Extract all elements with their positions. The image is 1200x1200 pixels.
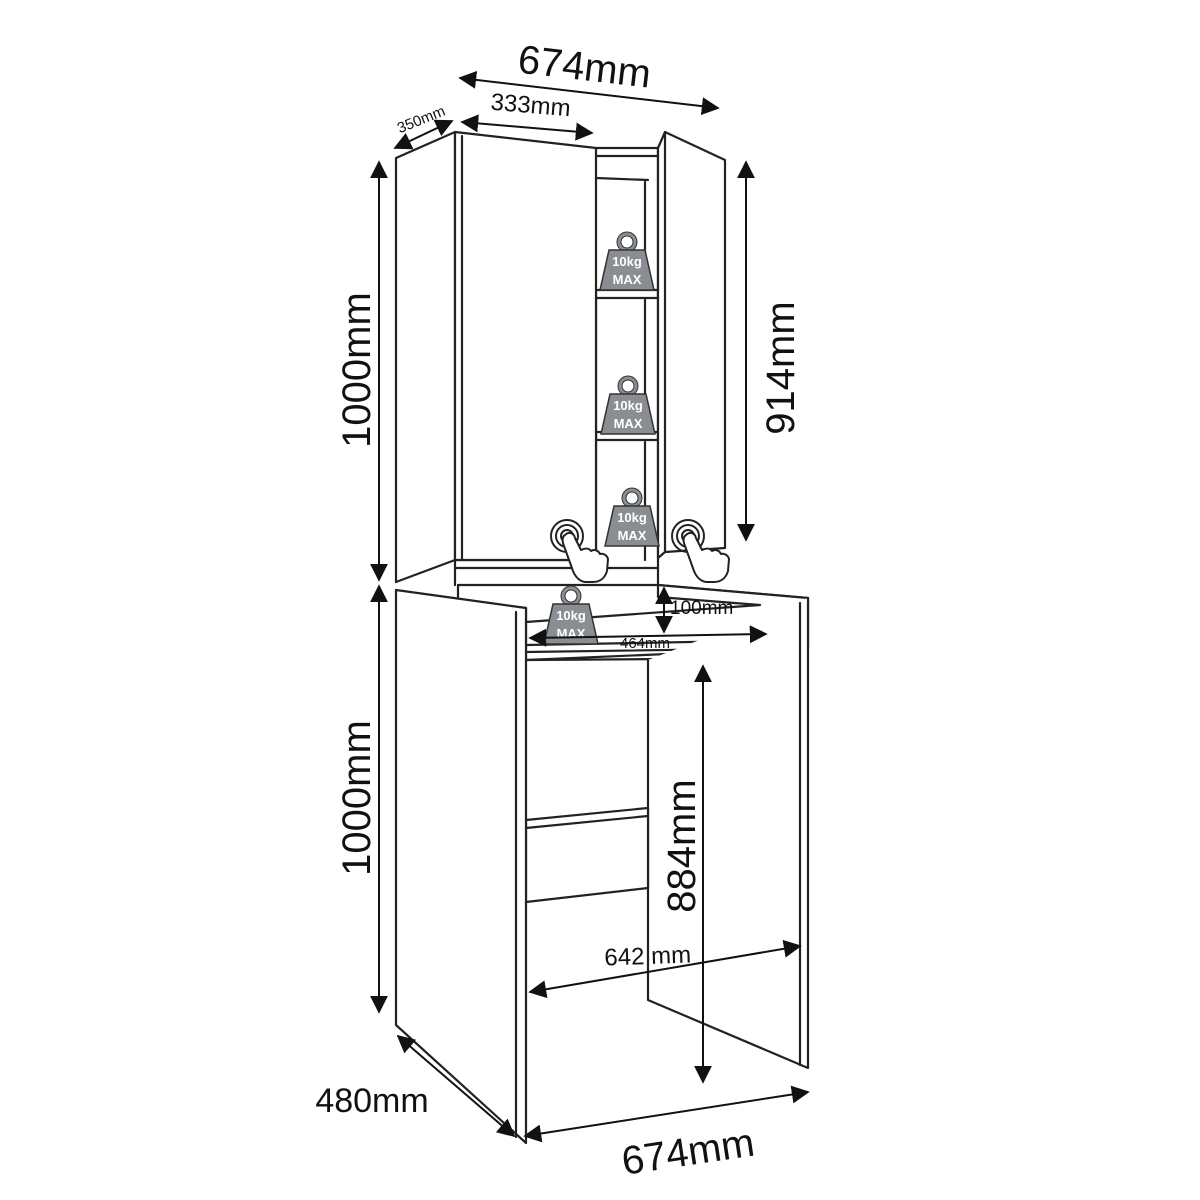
svg-text:480mm: 480mm <box>315 1082 428 1120</box>
svg-text:MAX: MAX <box>618 528 647 543</box>
dim-upper-height: 1000mm <box>335 160 388 582</box>
upper-left-side-panel <box>394 130 457 584</box>
load-badge-shelf-1: 10kg MAX <box>600 234 654 290</box>
load-badge-shelf-2: 10kg MAX <box>601 378 655 434</box>
svg-text:884mm: 884mm <box>660 779 704 912</box>
dim-knee-height: 884mm <box>660 664 712 1084</box>
svg-text:1000mm: 1000mm <box>335 720 379 876</box>
dim-knee-width: 642 mm <box>528 939 802 999</box>
svg-text:10kg: 10kg <box>617 510 647 525</box>
svg-text:MAX: MAX <box>613 272 642 287</box>
svg-text:1000mm: 1000mm <box>335 292 379 448</box>
svg-text:10kg: 10kg <box>613 398 643 413</box>
svg-text:10kg: 10kg <box>612 254 642 269</box>
load-badge-desk: 10kg MAX <box>544 588 598 644</box>
svg-text:674mm: 674mm <box>619 1121 757 1184</box>
dim-upper-inner-height: 914mm <box>737 160 803 542</box>
upper-right-door <box>656 130 727 560</box>
left-side-panel <box>394 588 528 1145</box>
dim-base-depth: 480mm <box>315 1034 516 1138</box>
svg-text:100mm: 100mm <box>670 598 733 619</box>
dim-base-width: 674mm <box>523 1085 810 1184</box>
dim-door-width: 333mm <box>460 89 594 141</box>
lower-desk <box>394 583 810 1145</box>
svg-text:914mm: 914mm <box>759 301 803 434</box>
dim-lower-height: 1000mm <box>335 584 388 1014</box>
svg-text:10kg: 10kg <box>556 608 586 623</box>
svg-text:MAX: MAX <box>557 626 586 641</box>
svg-text:350mm: 350mm <box>395 103 448 138</box>
upper-left-door <box>453 130 598 562</box>
svg-text:642 mm: 642 mm <box>604 941 692 971</box>
svg-text:MAX: MAX <box>614 416 643 431</box>
load-badge-shelf-3: 10kg MAX <box>605 490 659 546</box>
svg-text:333mm: 333mm <box>490 89 572 123</box>
dim-niche-width: 464mm <box>528 625 768 652</box>
upper-cabinet <box>394 130 727 587</box>
svg-text:464mm: 464mm <box>620 635 670 652</box>
upper-bottom-panel <box>453 558 660 587</box>
dim-niche-height: 100mm <box>655 586 733 634</box>
